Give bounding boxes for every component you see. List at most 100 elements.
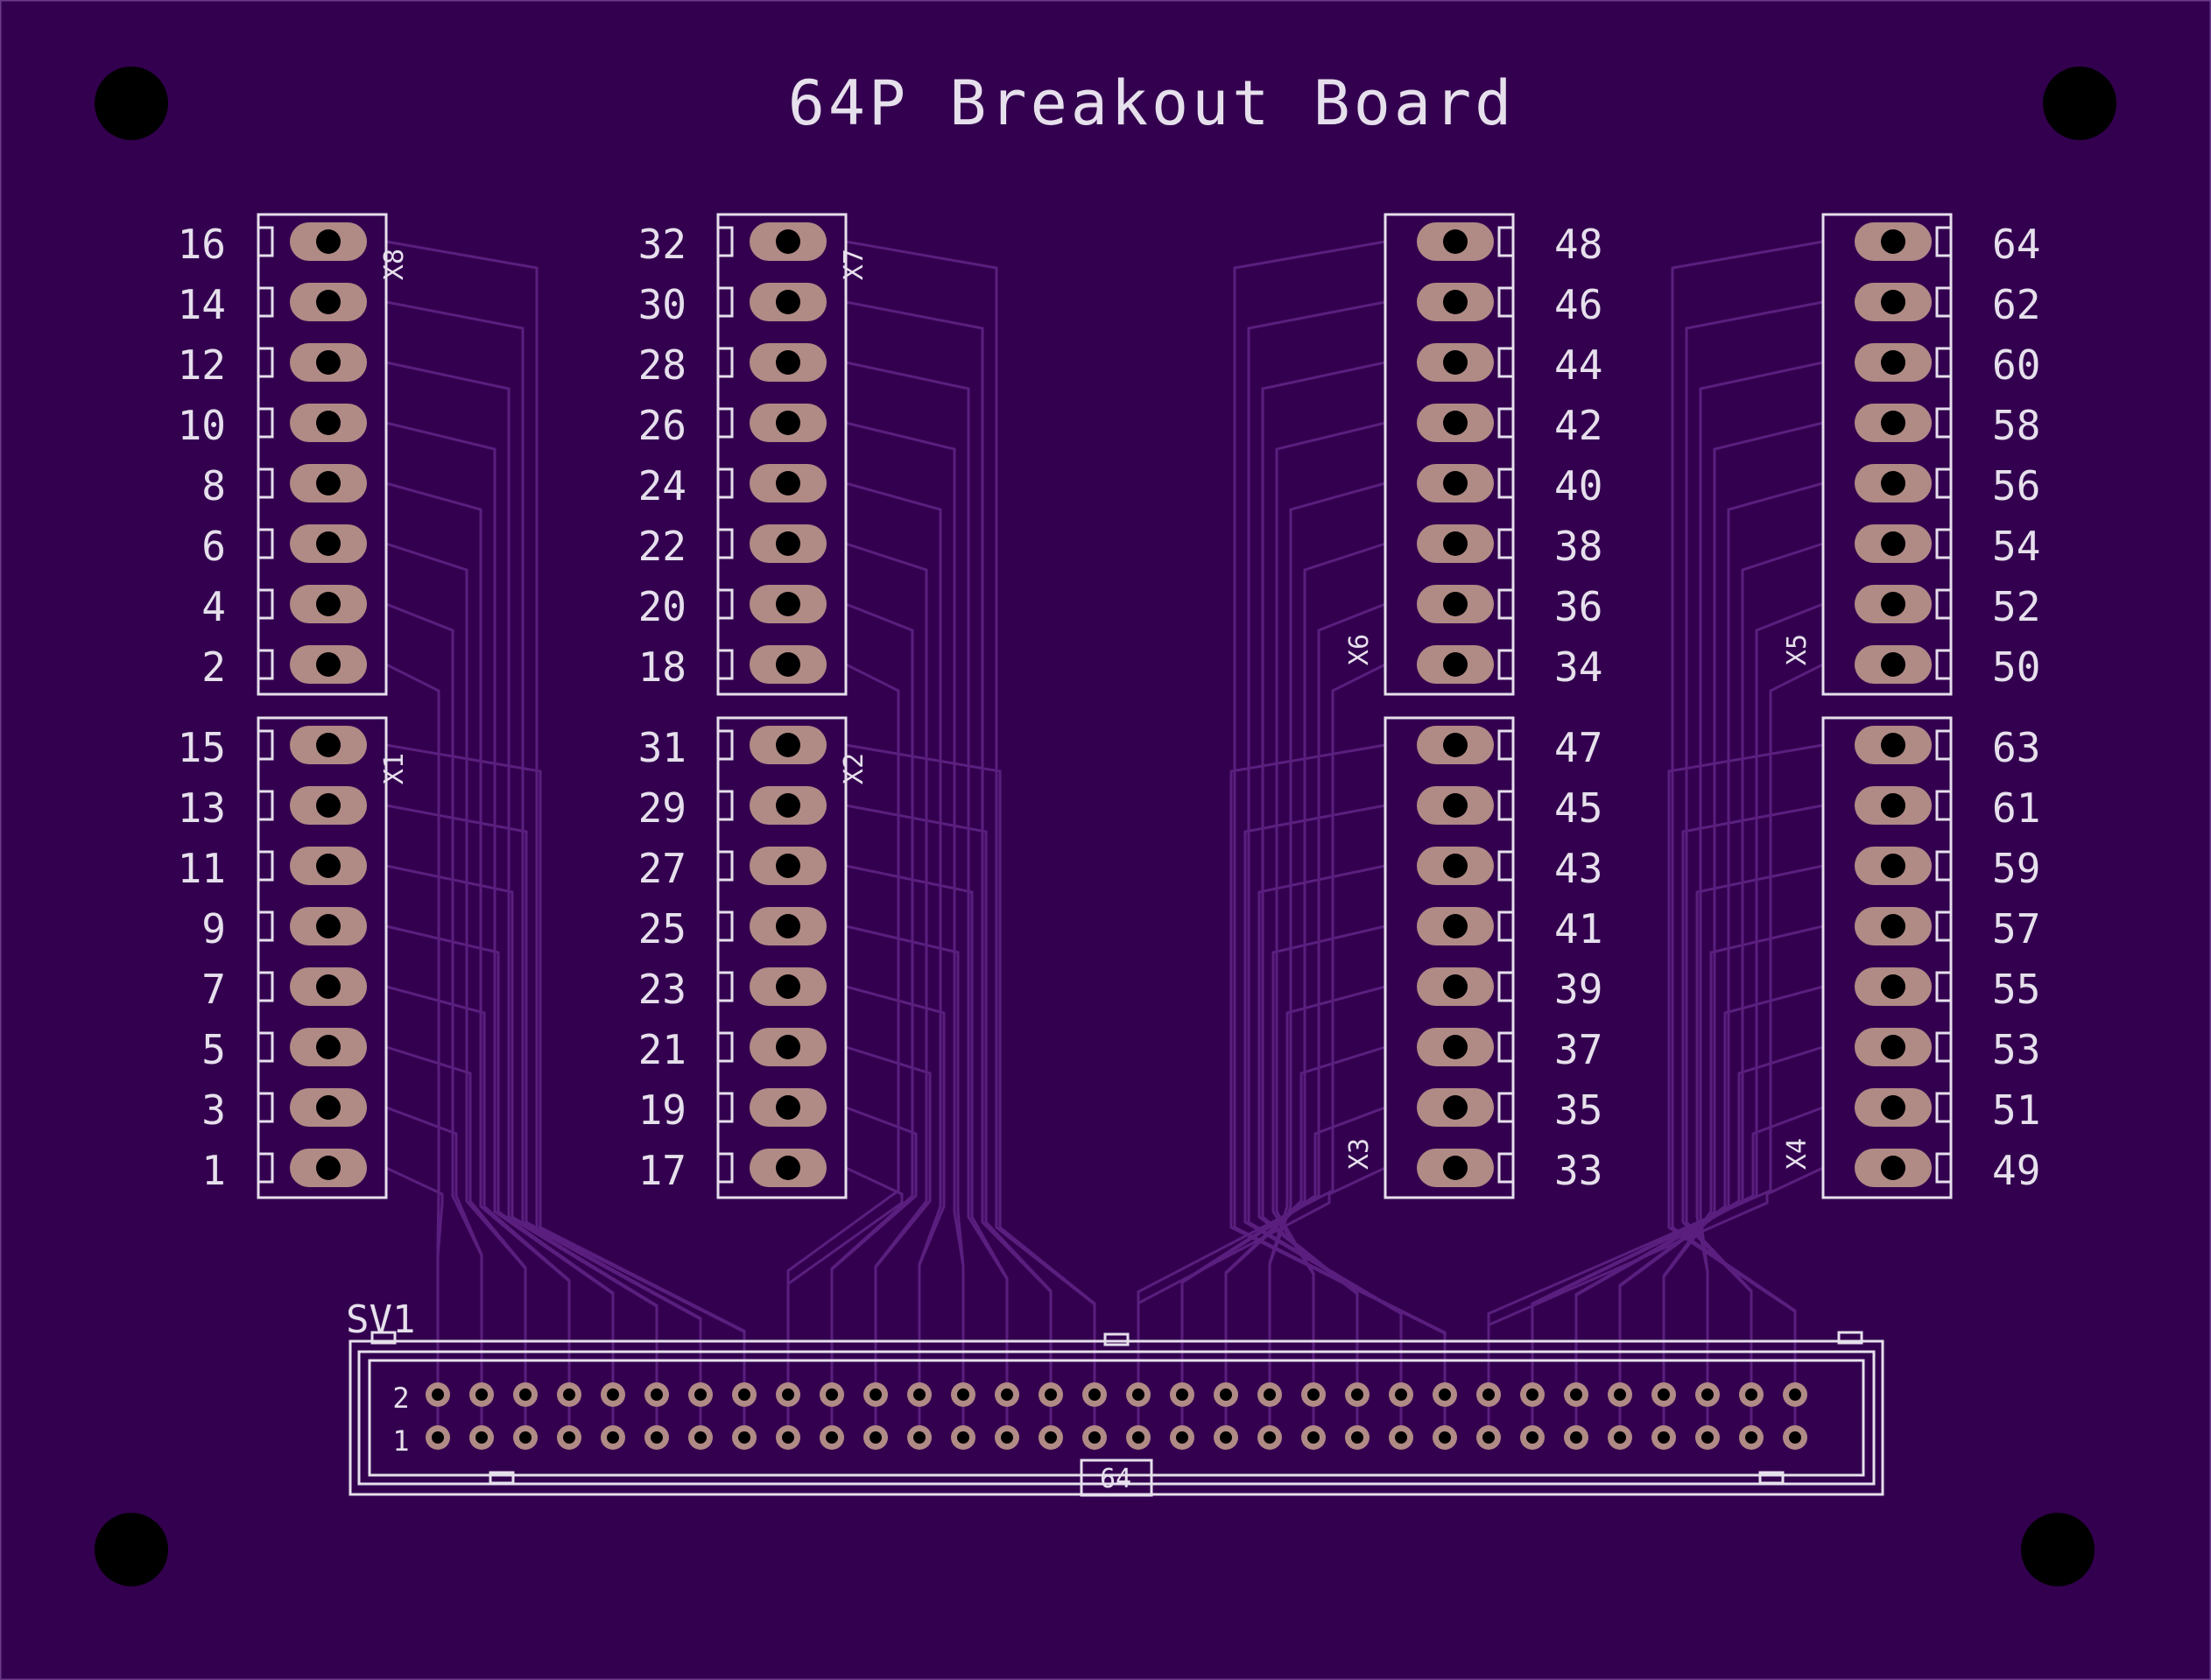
block-outline [716, 213, 848, 696]
block-notch [1497, 910, 1513, 942]
block-ref-label: X6 [1344, 634, 1375, 665]
terminal-drill [776, 1156, 800, 1180]
header-row-label-1: 1 [392, 1424, 409, 1458]
pin-number-label: 17 [638, 1147, 687, 1194]
header-pin-drill [1482, 1388, 1495, 1401]
header-inner-frame [368, 1359, 1865, 1477]
header-pin-drill [1526, 1431, 1539, 1444]
trace [1487, 1166, 1824, 1437]
block-notch [258, 729, 274, 761]
pin-number-label: 48 [1554, 221, 1602, 268]
header-pin-drill [1701, 1431, 1714, 1444]
header-pin-drill [738, 1388, 750, 1401]
header-pin-drill [1264, 1388, 1276, 1401]
block-outline [257, 213, 388, 696]
terminal-drill [1881, 652, 1905, 677]
terminal-drill [776, 793, 800, 818]
terminal-drill [1443, 793, 1468, 818]
header-pin-drill [475, 1388, 488, 1401]
block-notch [258, 528, 274, 559]
block-notch [258, 1031, 274, 1063]
pin-number-label: 12 [178, 341, 226, 389]
header-pin-drill [1176, 1388, 1188, 1401]
header-pin-drill [1045, 1388, 1057, 1401]
terminal-drill [776, 592, 800, 616]
terminal-drill [316, 350, 341, 375]
block-notch [718, 910, 734, 942]
terminal-drill [776, 411, 800, 435]
pin-number-label: 26 [638, 402, 687, 449]
trace [845, 804, 1053, 1437]
header-pin-drill [1132, 1388, 1144, 1401]
block-notch [1497, 528, 1513, 559]
terminal-drill [1881, 854, 1905, 878]
trace [845, 985, 946, 1437]
terminal-drill [776, 652, 800, 677]
terminal-drill [776, 914, 800, 938]
pin-number-label: 39 [1554, 966, 1602, 1013]
terminal-drill [776, 290, 800, 314]
block-notch [718, 286, 734, 318]
copper-traces [385, 240, 1824, 1437]
trace [1271, 924, 1386, 1437]
trace [385, 985, 571, 1437]
mounting-hole [95, 67, 168, 140]
terminal-drill [1881, 733, 1905, 757]
terminal-drill [1881, 974, 1905, 999]
pin-number-label: 13 [178, 784, 226, 832]
terminal-drill [776, 229, 800, 254]
terminal-drill [316, 1095, 341, 1120]
pin-number-label: 53 [1992, 1026, 2040, 1073]
header-pin-drill [826, 1388, 838, 1401]
header-key-box [1080, 1459, 1153, 1497]
block-notch [1497, 467, 1513, 499]
header-pin-drill [651, 1388, 663, 1401]
pin-number-label: 55 [1992, 966, 2040, 1013]
header-pin-drill [957, 1431, 969, 1444]
block-notch [718, 1092, 734, 1123]
block-notch [718, 588, 734, 620]
block-notch [1497, 407, 1513, 439]
header-pin-drill [913, 1388, 926, 1401]
header-pin-drill [1395, 1388, 1407, 1401]
header-latch [1758, 1471, 1785, 1485]
header-pin-drill [870, 1431, 882, 1444]
header-pin-drill [1395, 1431, 1407, 1444]
trace [1531, 1106, 1824, 1437]
terminal-drill [1443, 1035, 1468, 1059]
terminal-drill [776, 854, 800, 878]
terminal-drill [1443, 1095, 1468, 1120]
header-pin-drill [1701, 1388, 1714, 1401]
block-notch [1935, 729, 1951, 761]
block-notch [258, 467, 274, 499]
block-notch [718, 790, 734, 821]
terminal-drill [316, 229, 341, 254]
block-notch [258, 588, 274, 620]
header-pin-drill [1307, 1431, 1320, 1444]
block-notch [258, 649, 274, 680]
terminal-drill [776, 974, 800, 999]
header-latch [1837, 1331, 1863, 1345]
header-pin-drill [1789, 1431, 1801, 1444]
terminal-drill [1881, 350, 1905, 375]
header-pin-drill [1614, 1431, 1626, 1444]
header-pin-drill [1570, 1431, 1582, 1444]
trace [1662, 924, 1824, 1437]
pin-number-label: 44 [1554, 341, 1602, 389]
trace [1243, 804, 1403, 1437]
mounting-hole [95, 1513, 168, 1586]
block-notch [1497, 1031, 1513, 1063]
header-pin-drill [826, 1431, 838, 1444]
block-notch [1497, 347, 1513, 378]
block-notch [718, 226, 734, 257]
terminal-drill [316, 531, 341, 556]
terminal-drill [776, 733, 800, 757]
header-pin-drill [1045, 1431, 1057, 1444]
terminal-drill [1881, 411, 1905, 435]
pin-number-label: 1 [201, 1147, 226, 1194]
pin-number-label: 35 [1554, 1086, 1602, 1134]
terminal-drill [316, 914, 341, 938]
header-pin-drill [1307, 1388, 1320, 1401]
block-outline [1821, 716, 1953, 1199]
